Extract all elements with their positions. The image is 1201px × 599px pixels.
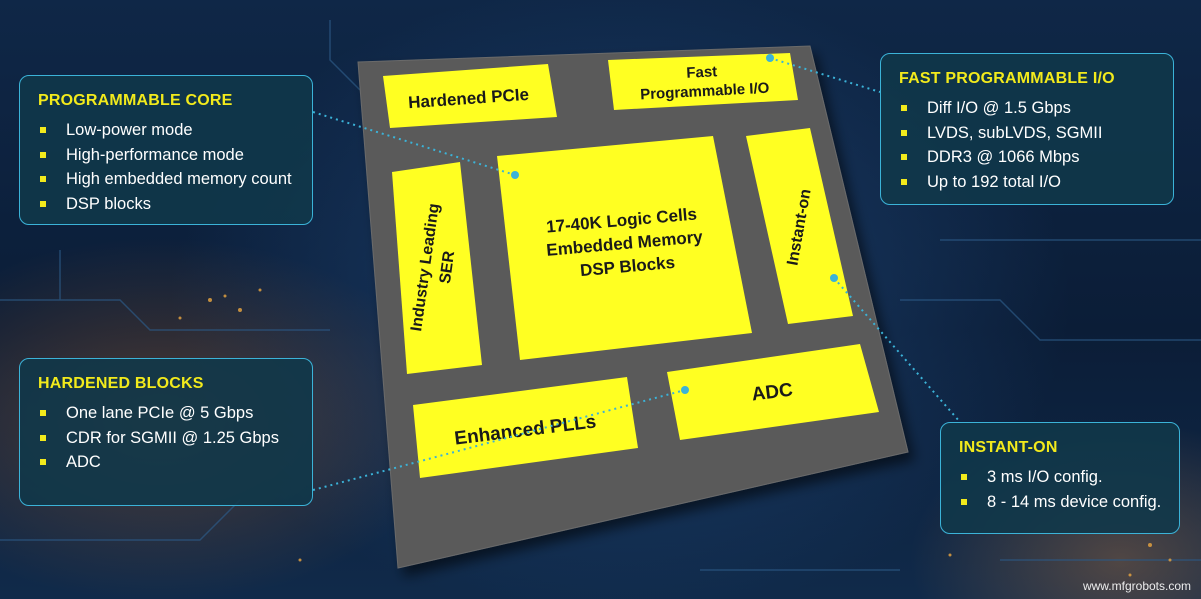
list-item: 8 - 14 ms device config.: [959, 490, 1163, 515]
bullet-icon: [40, 176, 46, 182]
block-adc-label: ADC: [751, 380, 795, 406]
callout-fast-programmable-io-title: FAST PROGRAMMABLE I/O: [899, 70, 1115, 87]
connector-fast-io: [769, 57, 881, 93]
list-item: One lane PCIe @ 5 Gbps: [38, 401, 296, 426]
list-item: High embedded memory count: [38, 167, 296, 192]
bullet-icon: [40, 459, 46, 465]
block-fast-io-label-1: Fast: [686, 63, 718, 82]
connector-fast-io-dot: [766, 54, 774, 62]
list-item: DDR3 @ 1066 Mbps: [899, 145, 1157, 170]
list-item: DSP blocks: [38, 192, 296, 217]
bullet-icon: [901, 105, 907, 111]
bullet-icon: [40, 434, 46, 441]
block-hardened-pcie: [383, 64, 557, 128]
block-enhanced-plls: [413, 377, 638, 478]
list-item: 3 ms I/O config.: [959, 465, 1163, 490]
callout-instant-on: INSTANT-ON 3 ms I/O config. 8 - 14 ms de…: [940, 422, 1180, 534]
connector-instant-on: [833, 277, 961, 423]
bullet-icon: [901, 154, 907, 160]
bullet-icon: [40, 151, 46, 158]
callout-programmable-core-title: PROGRAMMABLE CORE: [38, 92, 233, 109]
block-logic-core: [497, 136, 752, 360]
callout-fast-programmable-io: FAST PROGRAMMABLE I/O Diff I/O @ 1.5 Gbp…: [880, 53, 1174, 205]
connector-hardened-dot: [681, 386, 689, 394]
bullet-icon: [40, 127, 46, 133]
list-item: LVDS, subLVDS, SGMII: [899, 121, 1157, 146]
list-item: High-performance mode: [38, 143, 296, 168]
block-industry-leading-ser: [392, 162, 482, 374]
bullet-icon: [40, 200, 46, 207]
callout-instant-on-title: INSTANT-ON: [959, 439, 1058, 456]
block-instant-on: [746, 128, 853, 324]
callout-programmable-core: PROGRAMMABLE CORE Low-power mode High-pe…: [19, 75, 313, 225]
connector-core-dot: [511, 171, 519, 179]
block-fast-programmable-io: [608, 53, 798, 110]
list-item: ADC: [38, 450, 296, 475]
bullet-icon: [901, 178, 907, 185]
callout-hardened-blocks: HARDENED BLOCKS One lane PCIe @ 5 Gbps C…: [19, 358, 313, 506]
list-item: Diff I/O @ 1.5 Gbps: [899, 96, 1157, 121]
list-item: Low-power mode: [38, 118, 296, 143]
block-ser-label-2: SER: [437, 249, 458, 284]
bullet-icon: [40, 410, 46, 416]
connector-hardened: [312, 389, 686, 491]
bullet-icon: [961, 498, 967, 505]
block-fast-io-label-2: Programmable I/O: [640, 80, 770, 104]
list-item: Up to 192 total I/O: [899, 170, 1157, 195]
bullet-icon: [961, 474, 967, 480]
connector-instant-on-dot: [830, 274, 838, 282]
bullet-icon: [901, 129, 907, 136]
list-item: CDR for SGMII @ 1.25 Gbps: [38, 426, 296, 451]
callout-hardened-blocks-title: HARDENED BLOCKS: [38, 375, 204, 392]
block-adc: [667, 344, 879, 440]
watermark: www.mfgrobots.com: [1082, 579, 1191, 593]
